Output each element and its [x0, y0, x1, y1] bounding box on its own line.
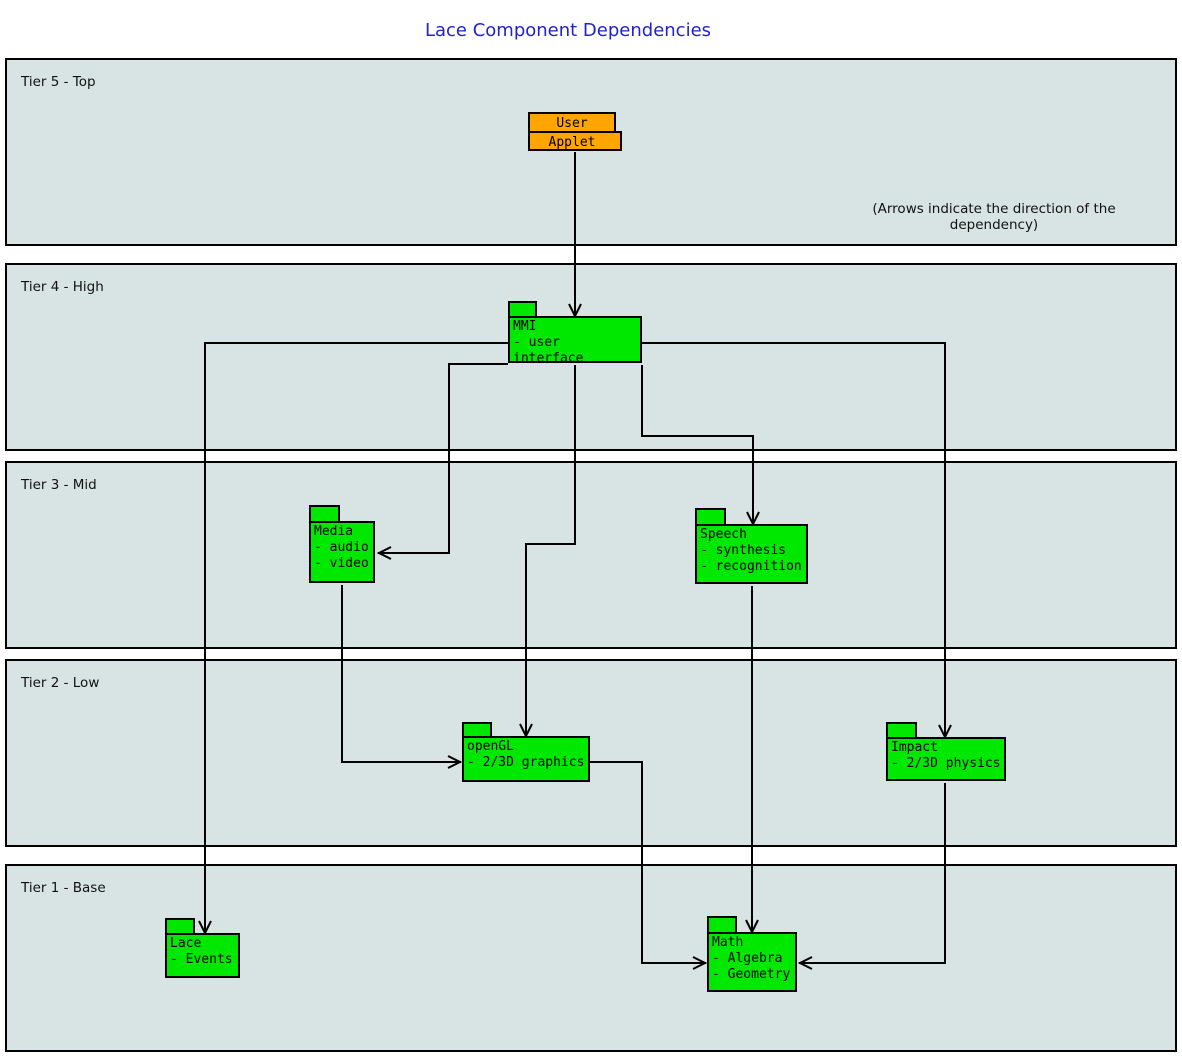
component-name: openGL — [467, 739, 514, 754]
component-detail: - 2/3D physics — [891, 756, 1001, 771]
component-detail: - Events — [170, 952, 233, 967]
component-detail: - 2/3D graphics — [467, 755, 585, 770]
tier-band-4: Tier 4 - High — [5, 263, 1177, 451]
diagram-note: (Arrows indicate the direction of the de… — [872, 201, 1116, 233]
tier-label: Tier 1 - Base — [21, 880, 106, 896]
component-lace: Lace - Events — [165, 918, 240, 978]
component-detail: - Geometry — [712, 967, 791, 982]
component-user-applet: User Applet — [528, 112, 622, 151]
component-detail: - recognition — [700, 559, 802, 574]
component-impact: Impact - 2/3D physics — [886, 722, 1006, 781]
package-tab: User Applet — [528, 112, 616, 150]
component-mmi: MMI - user interface — [508, 301, 642, 366]
component-opengl: openGL - 2/3D graphics — [462, 722, 590, 782]
tier-label: Tier 4 - High — [21, 279, 104, 295]
component-name: Speech — [700, 527, 747, 542]
component-media: Media - audio - video — [309, 505, 375, 583]
component-speech: Speech - synthesis - recognition — [695, 508, 808, 584]
component-detail: - Algebra — [712, 951, 783, 966]
tier-band-3: Tier 3 - Mid — [5, 461, 1177, 649]
component-name: Math — [712, 935, 744, 950]
component-detail: - synthesis — [700, 543, 787, 558]
page-title: Lace Component Dependencies — [424, 20, 712, 41]
component-math: Math - Algebra - Geometry — [707, 916, 797, 992]
tier-label: Tier 2 - Low — [21, 675, 100, 691]
component-name: MMI — [513, 319, 537, 334]
component-name: Media — [314, 524, 354, 539]
tier-label: Tier 5 - Top — [21, 74, 96, 90]
tier-band-5: Tier 5 - Top — [5, 58, 1177, 246]
component-detail: - audio — [314, 540, 369, 555]
component-name: Impact — [891, 740, 938, 755]
tier-label: Tier 3 - Mid — [21, 477, 97, 493]
component-detail: - user interface — [513, 335, 584, 366]
component-detail: - video — [314, 556, 369, 571]
component-name: Lace — [170, 936, 202, 951]
